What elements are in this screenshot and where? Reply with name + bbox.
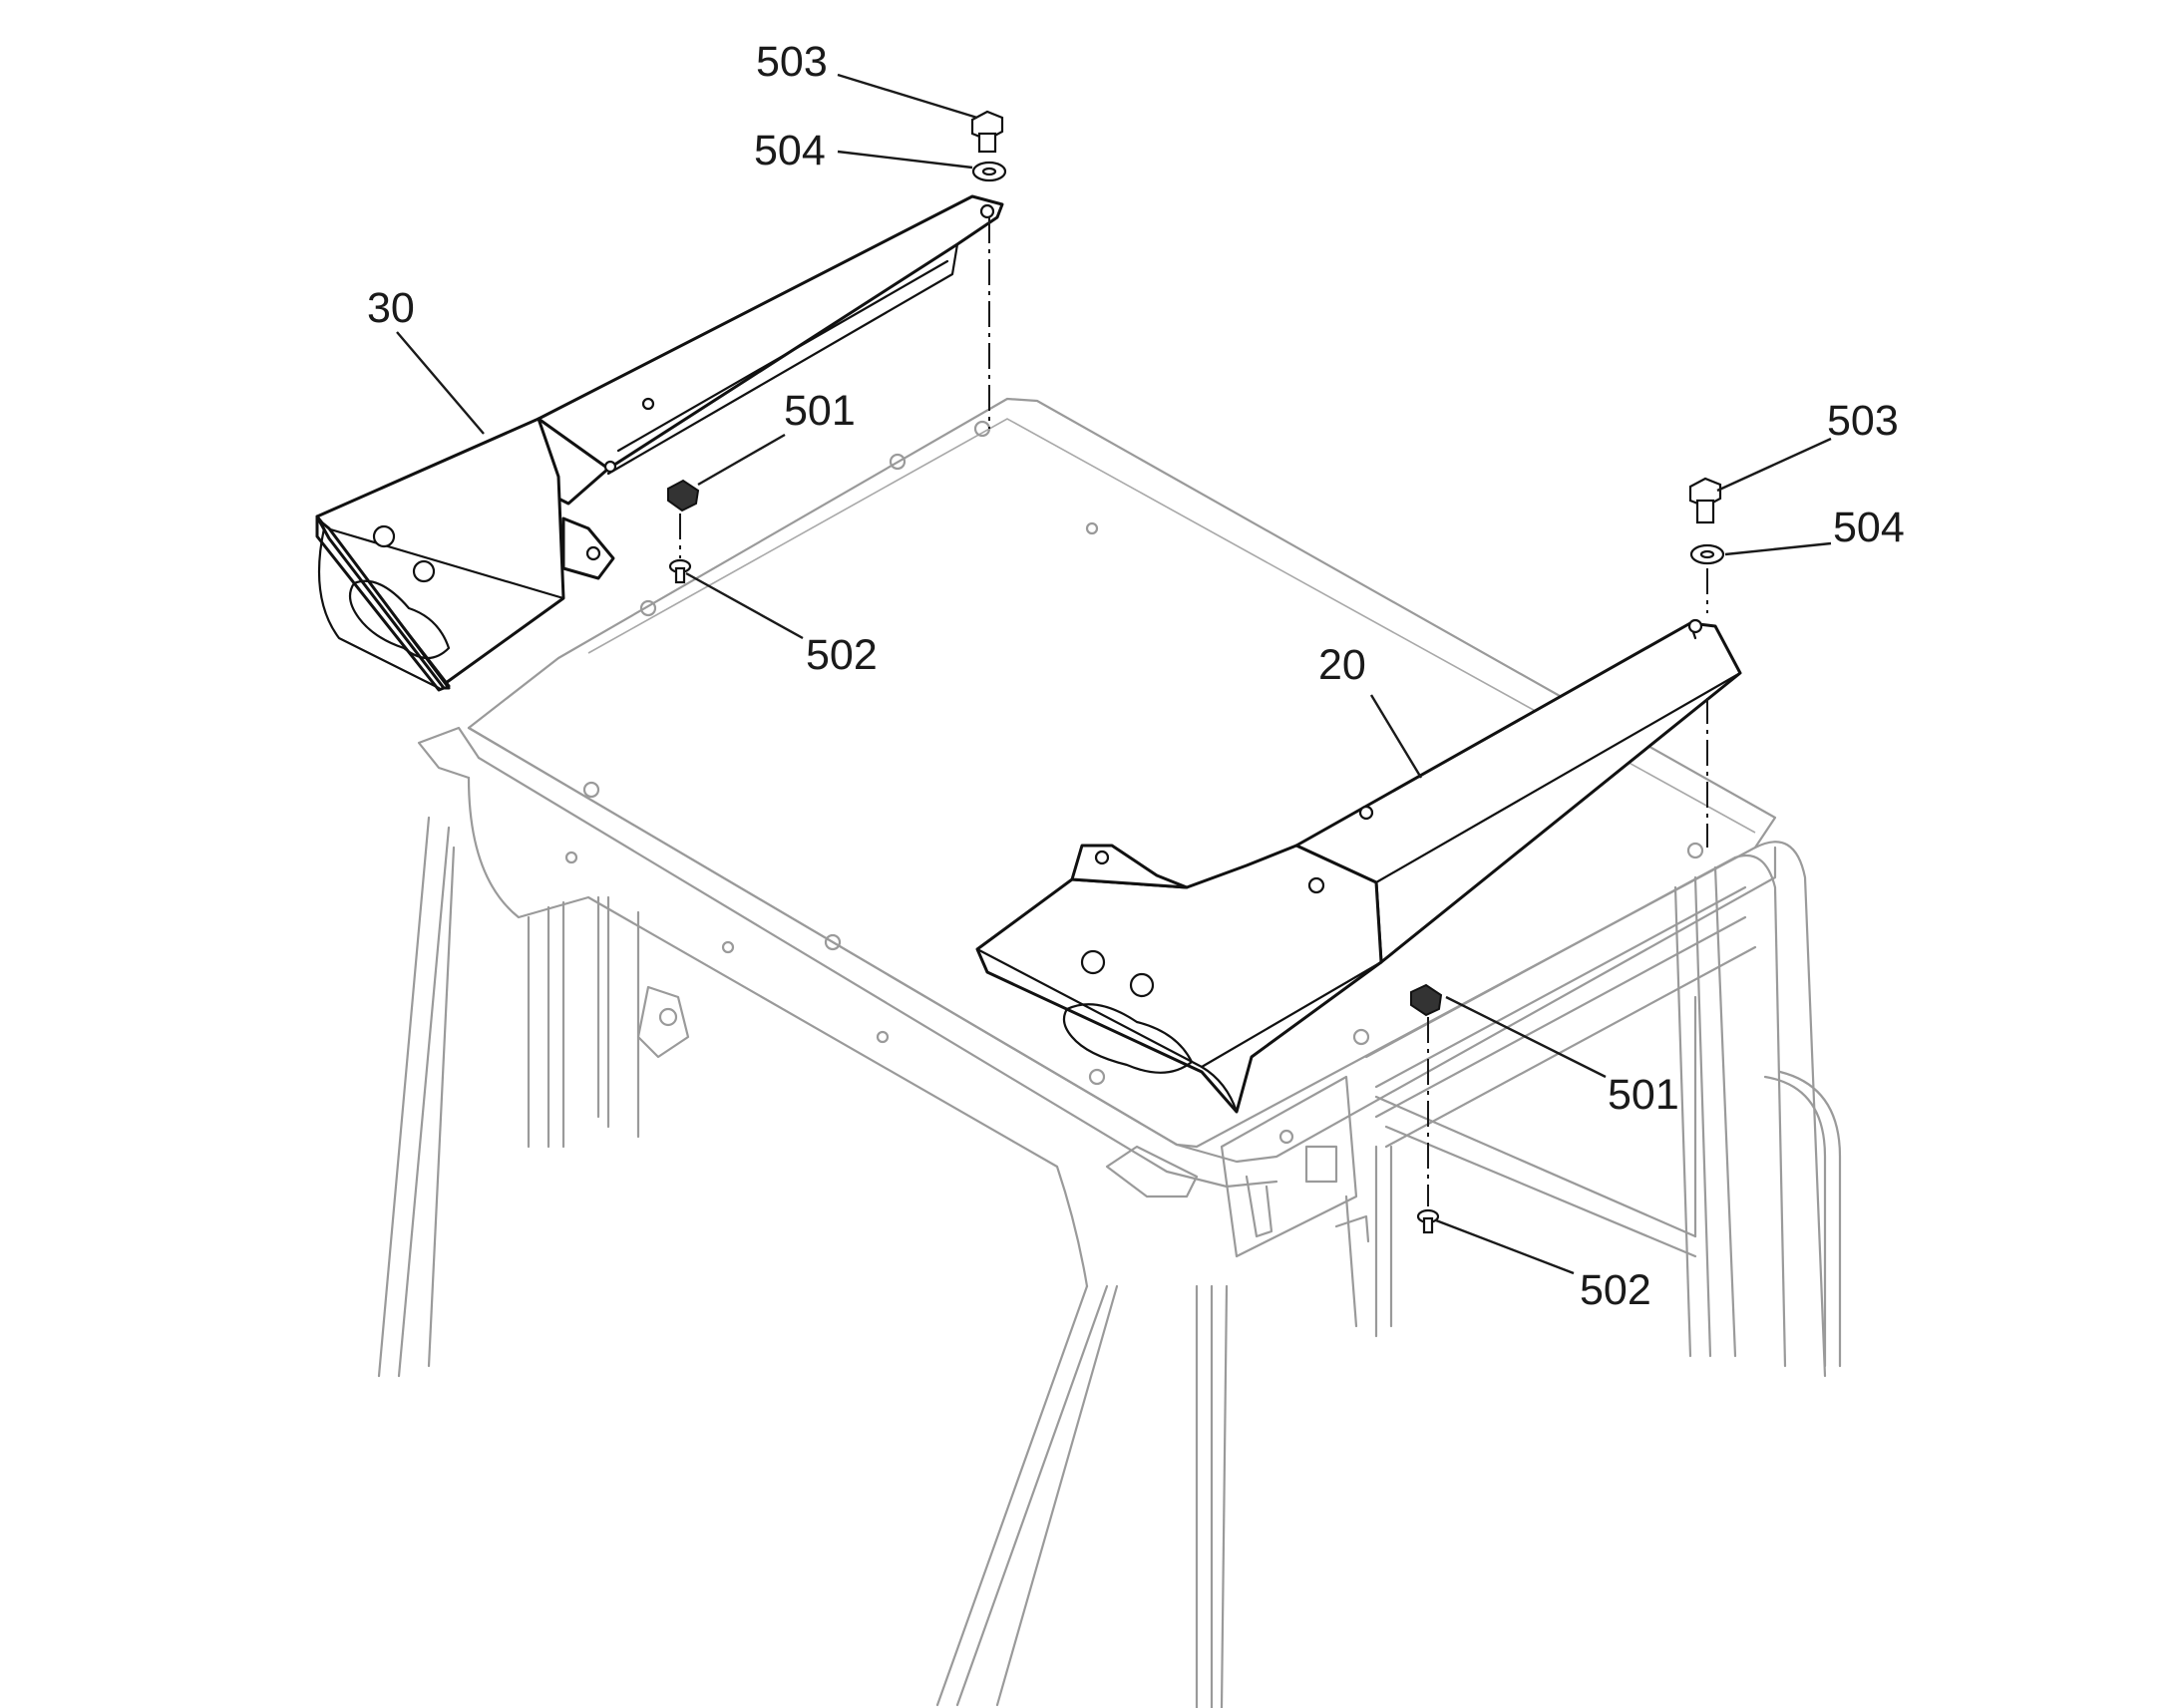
right-grab-handle — [1763, 1075, 1827, 1368]
front-corner-bracket — [1105, 1145, 1199, 1198]
clip-501-left[interactable] — [667, 479, 700, 512]
callout-502-right: 502 — [1580, 1266, 1651, 1314]
hardware-left — [667, 110, 1007, 584]
duct-20-hole — [1080, 949, 1106, 975]
callout-labels: 503 504 30 501 502 503 504 20 501 502 — [367, 38, 1905, 1314]
bolt-503-left[interactable] — [970, 110, 1004, 154]
left-hinge-bracket — [636, 985, 690, 1059]
callout-504-right: 504 — [1833, 504, 1905, 551]
center-control-panel — [1220, 1075, 1358, 1258]
screw-502-right[interactable] — [1416, 1208, 1440, 1234]
duct-part-20[interactable] — [975, 618, 1742, 1114]
callout-501-left: 501 — [784, 387, 856, 435]
callout-30: 30 — [367, 284, 415, 332]
right-rear-frame — [1753, 841, 1827, 1378]
leader-lines — [396, 73, 1832, 1275]
duct-30-body — [315, 417, 565, 690]
assembly-axes — [679, 217, 1708, 1206]
callout-503-right: 503 — [1827, 397, 1899, 445]
duct-20-hole — [1129, 972, 1155, 998]
cab-frame — [377, 397, 1842, 1708]
bolt-503-right[interactable] — [1688, 477, 1722, 524]
callout-504-left: 504 — [754, 127, 826, 174]
duct-20-outlet-opening — [1062, 1003, 1194, 1074]
hardware-right — [1410, 477, 1725, 1234]
callout-20: 20 — [1318, 641, 1366, 689]
left-front-pillar — [467, 776, 1089, 1288]
duct-30-hole — [372, 524, 396, 548]
callout-503-left: 503 — [756, 38, 828, 86]
callout-502-left: 502 — [806, 631, 878, 679]
roof-nuts — [564, 420, 1704, 1086]
callout-501-right: 501 — [1608, 1071, 1679, 1119]
duct-part-30[interactable] — [315, 194, 1004, 692]
duct-30-outlet-end — [317, 518, 451, 690]
duct-30-hole — [412, 559, 436, 583]
duct-30-outlet-opening — [348, 579, 451, 660]
duct-20-mount-tab — [1070, 844, 1189, 889]
duct-30-top-flange — [537, 194, 1004, 479]
clip-501-right[interactable] — [1410, 983, 1443, 1017]
front-roof-edge — [467, 726, 1777, 1164]
screw-502-left[interactable] — [668, 558, 692, 584]
